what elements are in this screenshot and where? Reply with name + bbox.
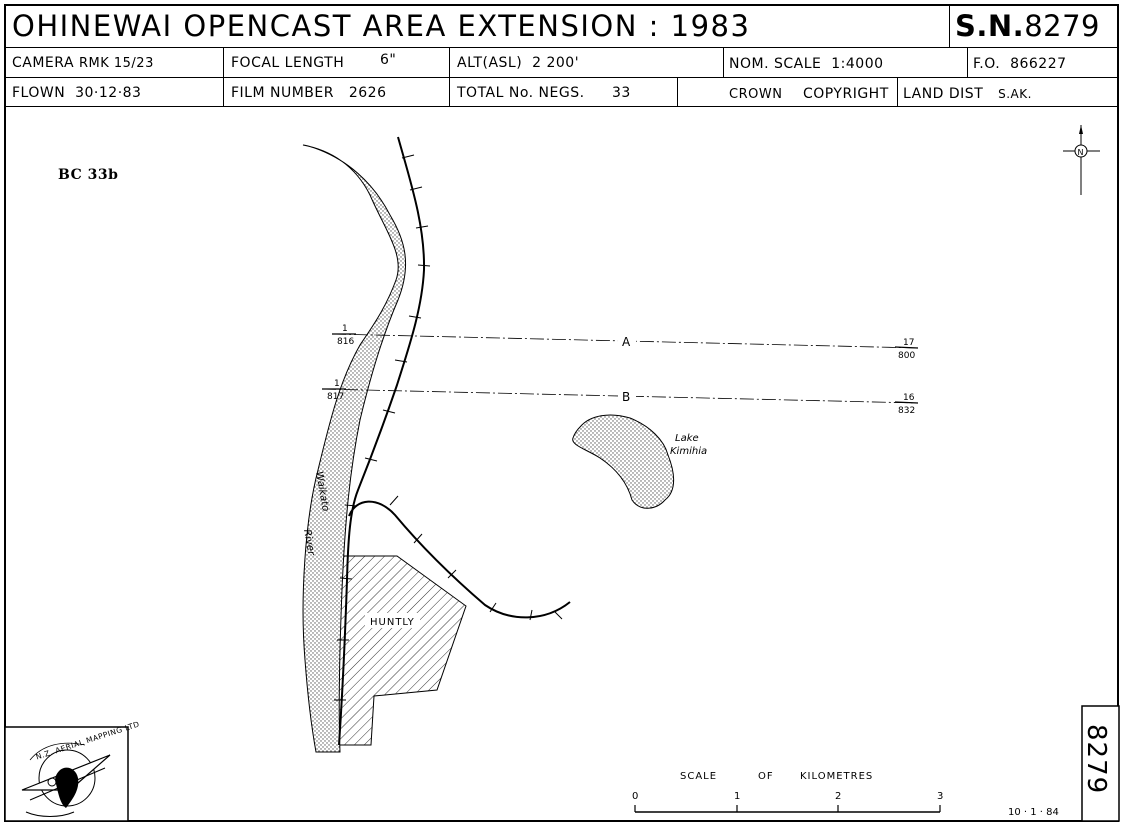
col-divider-1 (223, 47, 224, 107)
header-divider-1 (4, 47, 1119, 48)
scale-tick-2: 2 (835, 791, 841, 802)
col-divider-4 (677, 77, 678, 107)
run-a-end-neg: 800 (898, 351, 915, 361)
flown-label: FLOWN (12, 85, 66, 101)
railway-ticks (334, 154, 563, 701)
focal-value: 6" (380, 52, 397, 68)
film-label: FILM NUMBER (231, 85, 334, 101)
col-divider-3 (723, 47, 724, 77)
col-divider-5 (967, 47, 968, 77)
run-b-start-frame: 1 (334, 379, 340, 389)
land-dist-value: S.AK. (998, 87, 1032, 101)
run-a-start-neg: 816 (337, 337, 354, 347)
fo-label: F.O. (973, 56, 1001, 72)
flown-value: 30·12·83 (75, 85, 142, 101)
scale-field: NOM. SCALE 1:4000 (729, 56, 884, 72)
lake-label-1: Lake (675, 433, 699, 444)
alt-field: ALT(ASL) 2 200' (457, 55, 579, 71)
scale-title-3: KILOMETRES (800, 771, 873, 782)
map-date: 10 · 1 · 84 (1008, 807, 1059, 818)
sn-number: 8279 (1024, 9, 1101, 43)
copyright-label: COPYRIGHT (803, 86, 889, 102)
run-a-end-frame: 17 (903, 338, 914, 348)
camera-field: CAMERA RMK 15/23 (12, 55, 154, 71)
fo-value: 866227 (1010, 56, 1067, 72)
map-title: OHINEWAI OPENCAST AREA EXTENSION : 1983 (12, 9, 751, 43)
run-a-label: A (622, 335, 631, 349)
camera-value: RMK 15/23 (78, 56, 154, 71)
north-symbol: N (1078, 148, 1084, 157)
run-b-end-frame: 16 (903, 393, 915, 403)
col-divider-6 (897, 77, 898, 107)
sheet-number-vertical: 8279 (1081, 724, 1111, 794)
scale-bar (634, 805, 941, 813)
title-divider (949, 4, 950, 48)
header-divider-2 (4, 77, 1119, 78)
alt-label: ALT(ASL) (457, 55, 523, 71)
col-divider-2 (449, 47, 450, 107)
focal-label: FOCAL LENGTH (231, 55, 345, 71)
camera-label: CAMERA (12, 55, 75, 71)
waikato-river (302, 144, 407, 753)
lake-kimihia (572, 414, 675, 509)
crown-label: CROWN (729, 87, 783, 102)
nom-scale-label: NOM. SCALE (729, 56, 822, 72)
scale-tick-3: 3 (937, 791, 943, 802)
film-field: FILM NUMBER 2626 (231, 85, 387, 101)
run-b-start-neg: 817 (327, 392, 344, 402)
run-b-label: B (622, 390, 630, 404)
river-label-2: River (301, 529, 316, 557)
run-b-end-neg: 832 (898, 406, 915, 416)
scale-title-2: OF (758, 771, 774, 782)
north-arrow-icon: N (1063, 125, 1100, 195)
flown-field: FLOWN 30·12·83 (12, 85, 141, 101)
scale-tick-1: 1 (734, 791, 740, 802)
lake-label-2: Kimihia (670, 446, 707, 457)
film-value: 2626 (348, 85, 387, 101)
map-frame (4, 4, 1119, 822)
scale-tick-0: 0 (632, 791, 638, 802)
fo-field: F.O. 866227 (973, 56, 1067, 72)
sheet-reference: BC 33b (58, 167, 119, 183)
railway-main (338, 136, 426, 746)
alt-value: 2 200' (532, 55, 580, 71)
negs-value: 33 (612, 85, 631, 101)
header-divider-3 (4, 106, 1119, 107)
run-a-start-frame: 1 (342, 324, 348, 334)
nom-scale-value: 1:4000 (831, 56, 884, 72)
negs-label: TOTAL No. NEGS. (457, 85, 585, 101)
land-dist-label: LAND DIST (903, 86, 984, 102)
railway-branch (348, 500, 571, 619)
sn-prefix: S.N. (955, 9, 1025, 43)
land-dist-field: LAND DIST S.AK. (903, 86, 1032, 102)
huntly-label: HUNTLY (370, 617, 415, 628)
scale-title-1: SCALE (680, 771, 717, 782)
sheet-number-box: S.N.8279 (955, 9, 1100, 43)
